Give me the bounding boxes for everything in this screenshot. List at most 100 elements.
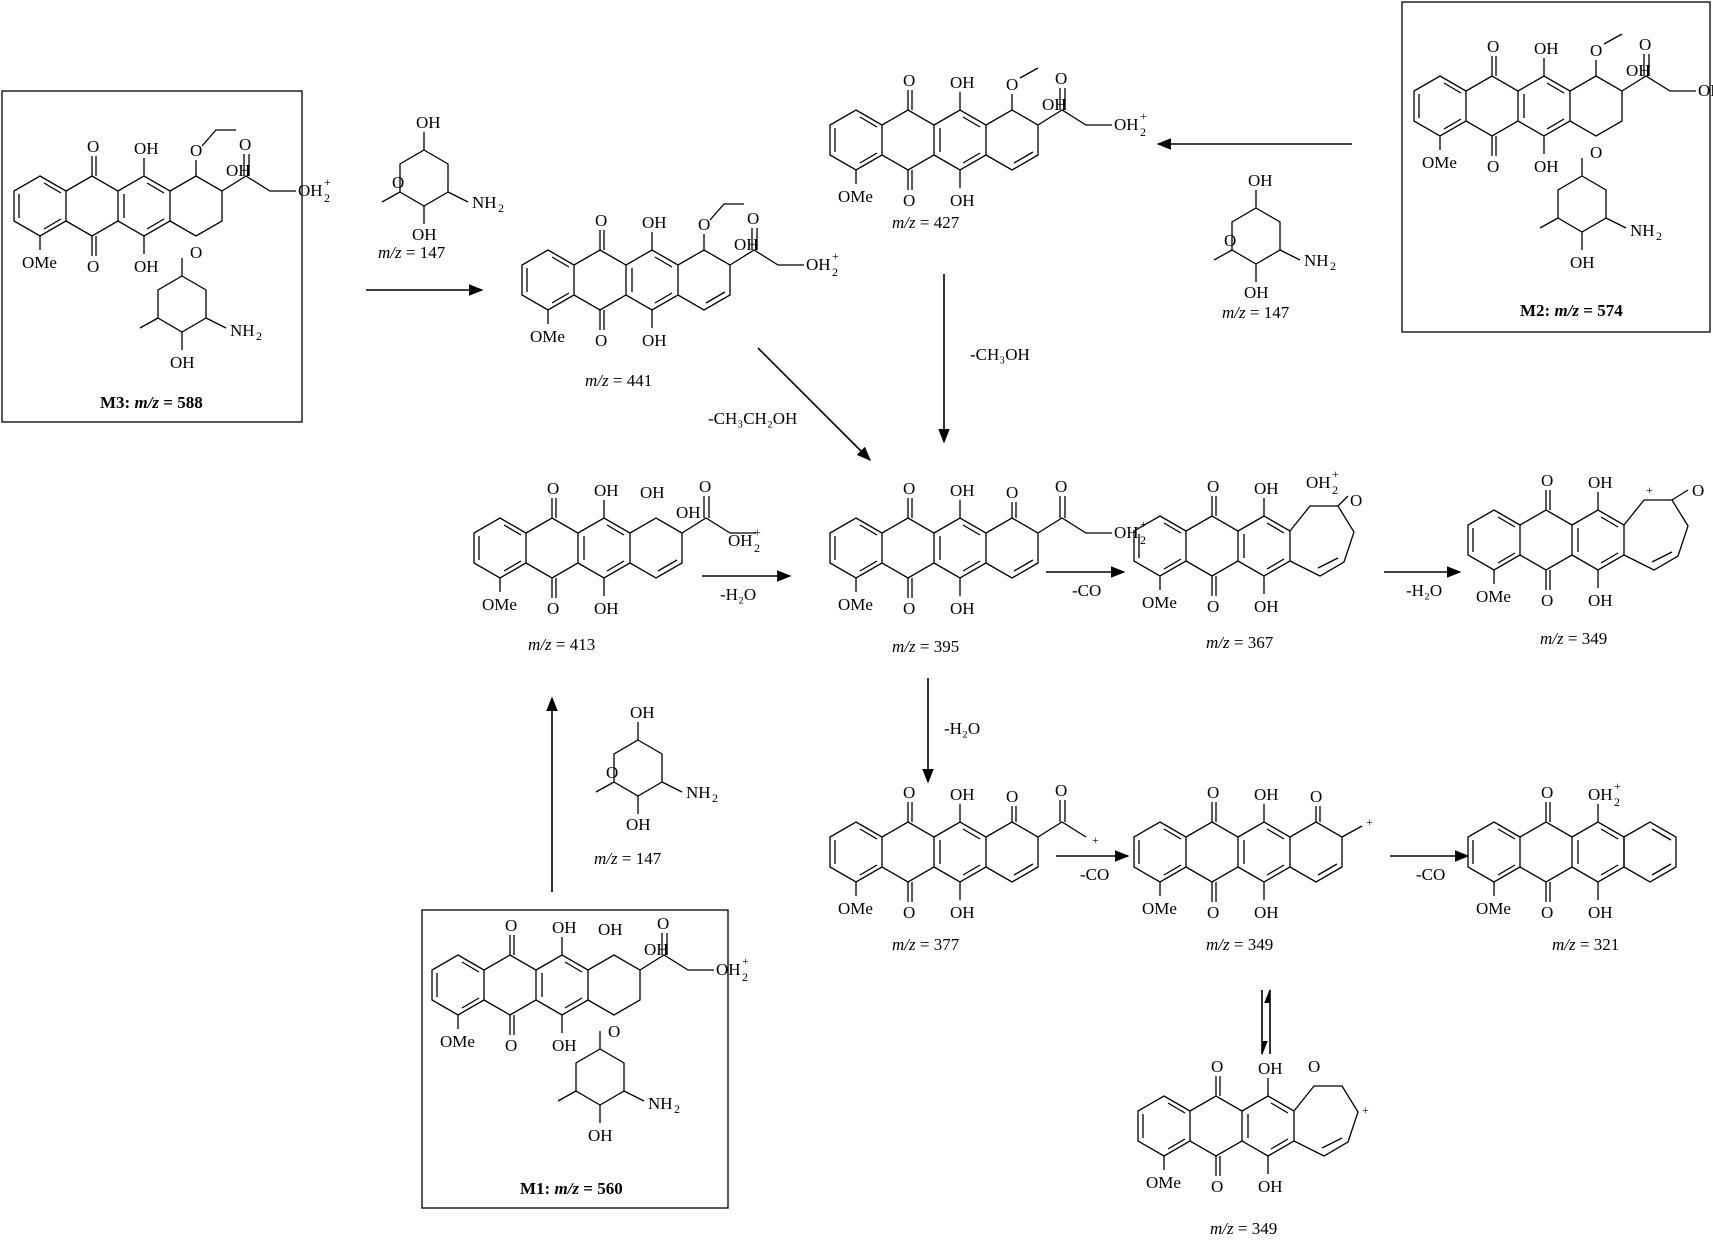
svg-text:NH: NH — [1304, 251, 1329, 270]
svg-text:OH: OH — [170, 353, 195, 372]
svg-text:2: 2 — [1330, 259, 1336, 273]
svg-text:O: O — [1692, 481, 1704, 500]
svg-text:O: O — [1541, 471, 1553, 490]
m3-label: M3: m/z = 588 — [100, 393, 203, 412]
sugar-mz-top-right: m/z = 147 — [1222, 303, 1290, 322]
mz-441-label: m/z = 441 — [585, 371, 652, 390]
svg-text:O: O — [1055, 69, 1067, 88]
m1-label: M1: m/z = 560 — [520, 1179, 623, 1198]
svg-text:2: 2 — [674, 1102, 680, 1116]
svg-text:NH: NH — [472, 193, 497, 212]
svg-text:OMe: OMe — [1142, 593, 1177, 612]
svg-text:OMe: OMe — [838, 595, 873, 614]
svg-text:O: O — [1211, 1177, 1223, 1196]
svg-text:OMe: OMe — [530, 327, 565, 346]
structure-413: O O OH OH OMe OH O OH 2 + OH — [473, 477, 761, 618]
svg-text:+: + — [1614, 779, 1621, 793]
m1-structure: O O OH OH OMe OH O OH 2 + OH O NH 2 OH — [431, 914, 749, 1145]
svg-text:O: O — [1224, 231, 1236, 250]
svg-text:+: + — [1332, 467, 1339, 481]
svg-text:+: + — [754, 525, 761, 539]
svg-text:O: O — [1207, 477, 1219, 496]
svg-text:OH: OH — [950, 785, 975, 804]
svg-text:O: O — [1006, 787, 1018, 806]
m2-label: M2: m/z = 574 — [1520, 301, 1623, 320]
svg-text:OH: OH — [1588, 591, 1613, 610]
svg-text:NH: NH — [686, 783, 711, 802]
svg-text:OMe: OMe — [838, 899, 873, 918]
mz-349-bottom-label: m/z = 349 — [1210, 1219, 1277, 1238]
svg-text:O: O — [1308, 1057, 1320, 1076]
svg-text:O: O — [547, 479, 559, 498]
cond-co-349: -CO — [1416, 865, 1445, 884]
cond-ch3ch2oh: -CH₃CH₂OH — [708, 409, 797, 428]
svg-text:OH: OH — [1588, 473, 1613, 492]
svg-text:+: + — [1366, 815, 1373, 829]
svg-text:OH: OH — [1534, 39, 1559, 58]
svg-text:O: O — [1590, 41, 1602, 60]
structure-367: O O OH OH OMe OH 2 + O — [1133, 467, 1362, 616]
svg-text:OH: OH — [1254, 597, 1279, 616]
svg-text:2: 2 — [498, 201, 504, 215]
sugar-fragment-top-left: OH O NH 2 OH — [381, 113, 504, 244]
structure-349-middle: O O OH OH OMe O + — [1133, 783, 1373, 922]
svg-text:+: + — [1140, 109, 1147, 123]
svg-text:2: 2 — [712, 791, 718, 805]
svg-text:OH: OH — [1114, 115, 1139, 134]
svg-text:O: O — [1487, 157, 1499, 176]
svg-text:O: O — [595, 331, 607, 350]
svg-text:OH: OH — [1258, 1059, 1283, 1078]
svg-text:O: O — [903, 191, 915, 210]
svg-text:O: O — [903, 71, 915, 90]
svg-text:O: O — [903, 903, 915, 922]
m2-box — [1401, 1, 1711, 333]
svg-text:OH: OH — [626, 815, 651, 834]
svg-text:OH: OH — [1698, 81, 1713, 100]
svg-text:OH: OH — [1248, 171, 1273, 190]
svg-text:2: 2 — [256, 329, 262, 343]
svg-text:O: O — [1211, 1057, 1223, 1076]
svg-text:OH: OH — [1114, 523, 1139, 542]
svg-text:2: 2 — [1332, 483, 1338, 497]
svg-text:2: 2 — [754, 541, 760, 555]
svg-text:OH: OH — [552, 1036, 577, 1055]
svg-text:O: O — [1541, 783, 1553, 802]
svg-text:+: + — [832, 249, 839, 263]
svg-text:O: O — [1350, 491, 1362, 510]
svg-text:OH: OH — [630, 703, 655, 722]
mz-349-top-label: m/z = 349 — [1540, 629, 1607, 648]
svg-text:OMe: OMe — [1146, 1173, 1181, 1192]
svg-text:O: O — [1006, 483, 1018, 502]
svg-text:OH: OH — [134, 139, 159, 158]
m1-box — [421, 909, 729, 1209]
svg-text:O: O — [595, 211, 607, 230]
svg-text:OH: OH — [1588, 785, 1613, 804]
svg-text:O: O — [505, 916, 517, 935]
svg-text:O: O — [1006, 75, 1018, 94]
svg-text:OH: OH — [1626, 61, 1651, 80]
svg-text:OMe: OMe — [1142, 899, 1177, 918]
svg-text:OH: OH — [950, 481, 975, 500]
svg-text:+: + — [1362, 1103, 1369, 1117]
svg-text:OH: OH — [1042, 95, 1067, 114]
svg-text:O: O — [1639, 35, 1651, 54]
svg-text:OH: OH — [226, 161, 251, 180]
svg-text:OMe: OMe — [22, 253, 57, 272]
m3-box — [1, 90, 303, 423]
svg-text:O: O — [1541, 591, 1553, 610]
svg-text:OH: OH — [950, 191, 975, 210]
svg-text:2: 2 — [1140, 533, 1146, 547]
svg-text:O: O — [1487, 37, 1499, 56]
sugar-fragment-bottom: OH O NH 2 OH — [595, 703, 718, 834]
svg-text:O: O — [608, 1022, 620, 1041]
svg-text:OMe: OMe — [1476, 587, 1511, 606]
svg-text:OH: OH — [644, 940, 669, 959]
svg-text:OMe: OMe — [838, 187, 873, 206]
svg-text:O: O — [87, 257, 99, 276]
svg-text:OH: OH — [950, 903, 975, 922]
cond-h2o-413: -H₂O — [720, 585, 756, 604]
svg-text:OH: OH — [950, 599, 975, 618]
structure-349-top: O O OH OH OMe + O — [1467, 471, 1704, 610]
svg-text:NH: NH — [1630, 221, 1655, 240]
